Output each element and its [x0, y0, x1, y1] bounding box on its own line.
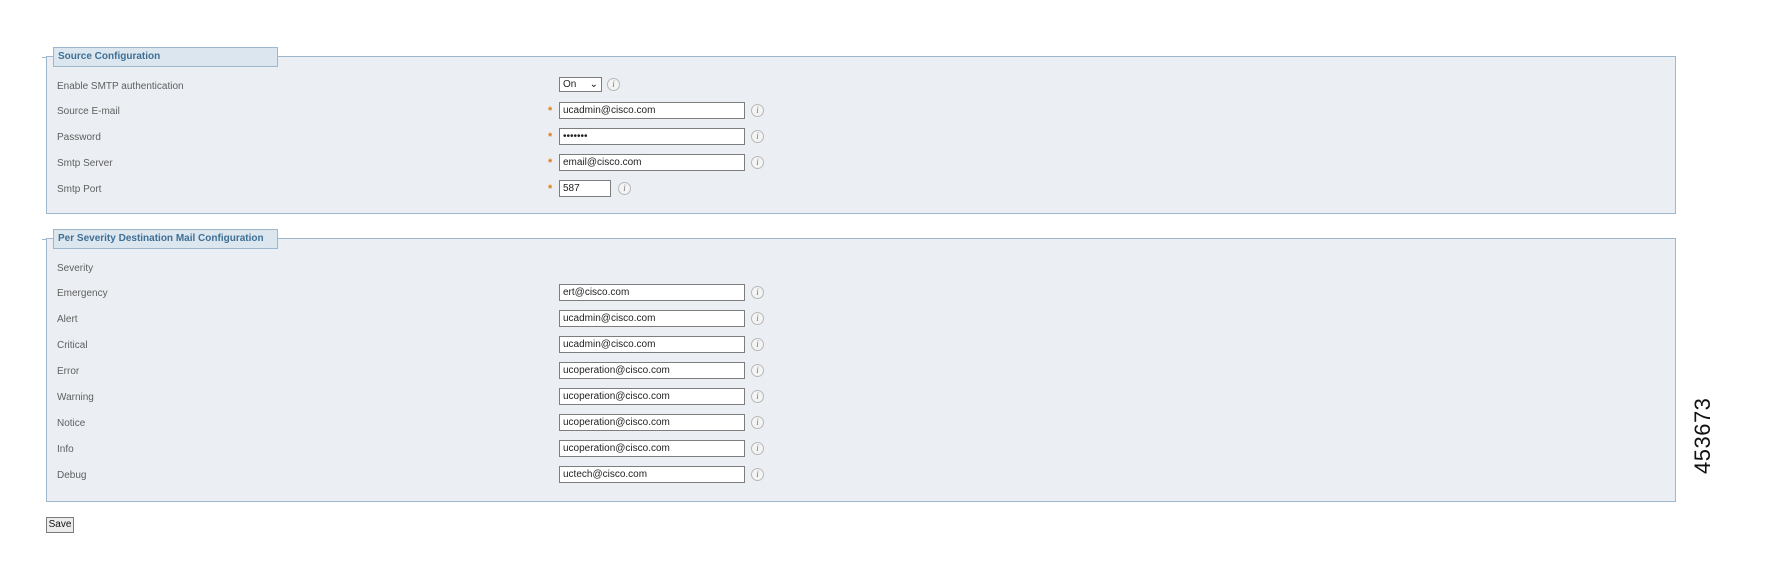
source-email-label: Source E-mail [57, 106, 120, 117]
alert-email-field[interactable]: ucadmin@cisco.com [559, 310, 745, 327]
info-icon[interactable]: i [751, 338, 764, 351]
error-email-field[interactable]: ucoperation@cisco.com [559, 362, 745, 379]
required-marker: * [548, 183, 553, 195]
severity-row-emergency: Emergency ert@cisco.com i [47, 284, 1675, 304]
source-configuration-title: Source Configuration [53, 47, 278, 67]
info-icon[interactable]: i [607, 78, 620, 91]
alert-label: Alert [57, 314, 78, 325]
smtp-server-label: Smtp Server [57, 158, 113, 169]
severity-mail-configuration-title: Per Severity Destination Mail Configurat… [53, 229, 278, 249]
required-marker: * [548, 131, 553, 143]
severity-row-alert: Alert ucadmin@cisco.com i [47, 310, 1675, 330]
info-icon[interactable]: i [751, 130, 764, 143]
emergency-label: Emergency [57, 288, 108, 299]
severity-row-critical: Critical ucadmin@cisco.com i [47, 336, 1675, 356]
severity-header-label: Severity [57, 263, 94, 274]
password-field[interactable]: ••••••• [559, 128, 745, 145]
severity-mail-configuration-panel: Per Severity Destination Mail Configurat… [42, 229, 1676, 502]
info-icon[interactable]: i [751, 286, 764, 299]
legend-line [42, 239, 47, 240]
smtp-port-row: Smtp Port * 587 i [47, 180, 1675, 200]
severity-header-row: Severity [47, 259, 1675, 279]
warning-email-field[interactable]: ucoperation@cisco.com [559, 388, 745, 405]
source-configuration-panel: Source Configuration Enable SMTP authent… [42, 47, 1676, 214]
enable-smtp-auth-row: Enable SMTP authentication On ⌄ i [47, 77, 1675, 97]
info-icon[interactable]: i [751, 312, 764, 325]
password-row: Password * ••••••• i [47, 128, 1675, 148]
figure-id: 453673 [1690, 397, 1715, 474]
notice-email-field[interactable]: ucoperation@cisco.com [559, 414, 745, 431]
info-icon[interactable]: i [751, 442, 764, 455]
smtp-port-label: Smtp Port [57, 184, 102, 195]
required-marker: * [548, 157, 553, 169]
severity-row-info: Info ucoperation@cisco.com i [47, 440, 1675, 460]
smtp-port-field[interactable]: 587 [559, 180, 611, 197]
debug-email-field[interactable]: uctech@cisco.com [559, 466, 745, 483]
info-email-field[interactable]: ucoperation@cisco.com [559, 440, 745, 457]
smtp-server-row: Smtp Server * email@cisco.com i [47, 154, 1675, 174]
warning-label: Warning [57, 392, 94, 403]
emergency-email-field[interactable]: ert@cisco.com [559, 284, 745, 301]
info-icon[interactable]: i [618, 182, 631, 195]
notice-label: Notice [57, 418, 86, 429]
severity-row-error: Error ucoperation@cisco.com i [47, 362, 1675, 382]
severity-row-warning: Warning ucoperation@cisco.com i [47, 388, 1675, 408]
error-label: Error [57, 366, 80, 377]
info-icon[interactable]: i [751, 390, 764, 403]
save-button[interactable]: Save [46, 517, 74, 533]
severity-row-debug: Debug uctech@cisco.com i [47, 466, 1675, 486]
smtp-server-field[interactable]: email@cisco.com [559, 154, 745, 171]
info-label: Info [57, 444, 74, 455]
info-icon[interactable]: i [751, 104, 764, 117]
enable-smtp-auth-label: Enable SMTP authentication [57, 81, 184, 92]
critical-label: Critical [57, 340, 88, 351]
info-icon[interactable]: i [751, 468, 764, 481]
info-icon[interactable]: i [751, 416, 764, 429]
legend-line [42, 57, 47, 58]
critical-email-field[interactable]: ucadmin@cisco.com [559, 336, 745, 353]
info-icon[interactable]: i [751, 156, 764, 169]
info-icon[interactable]: i [751, 364, 764, 377]
enable-smtp-auth-select[interactable]: On ⌄ [559, 77, 602, 92]
chevron-down-icon: ⌄ [589, 79, 598, 90]
source-email-row: Source E-mail * ucadmin@cisco.com i [47, 102, 1675, 122]
severity-row-notice: Notice ucoperation@cisco.com i [47, 414, 1675, 434]
required-marker: * [548, 105, 553, 117]
debug-label: Debug [57, 470, 87, 481]
source-email-field[interactable]: ucadmin@cisco.com [559, 102, 745, 119]
enable-smtp-auth-value: On [563, 79, 577, 90]
password-label: Password [57, 132, 101, 143]
